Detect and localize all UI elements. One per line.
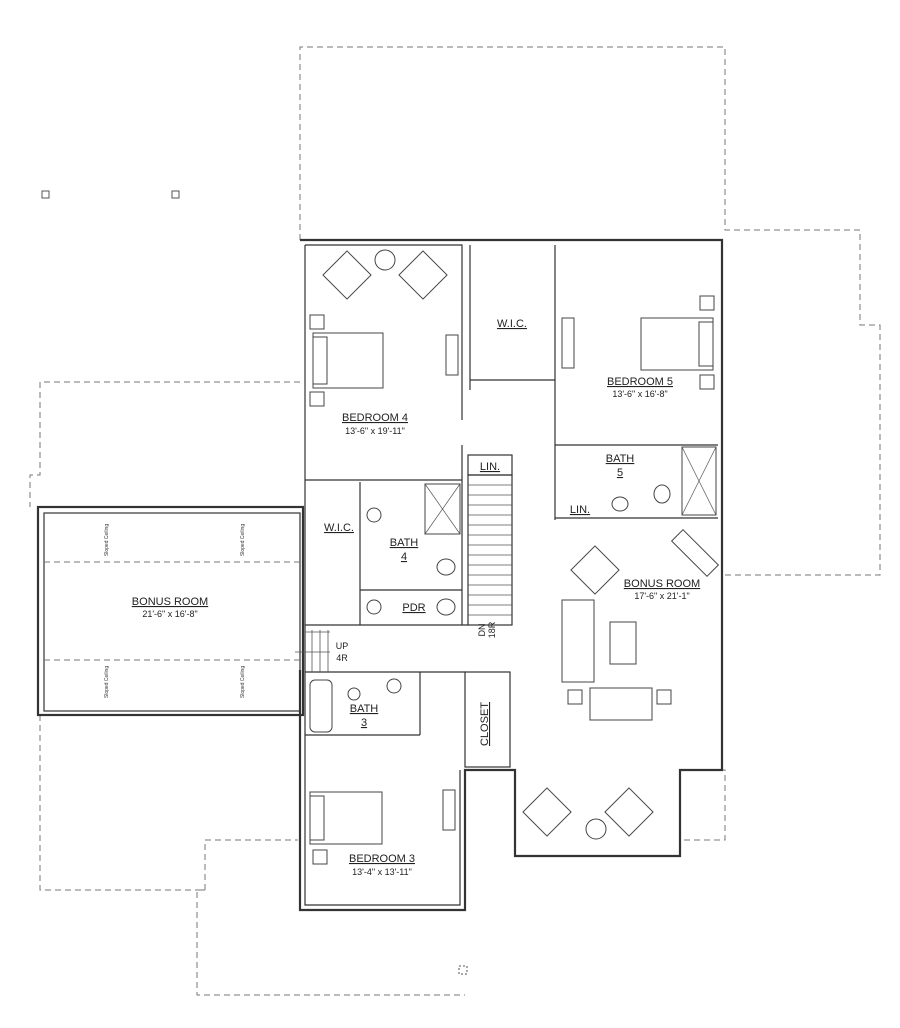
room-label: LIN. xyxy=(480,461,500,473)
room-label: LIN. xyxy=(570,504,590,516)
stair-treads xyxy=(295,484,512,672)
room-label: BATH xyxy=(350,703,379,715)
stairs-down-risers: 18R xyxy=(487,621,497,638)
room-size: 21'-6" x 16'-8" xyxy=(142,609,197,619)
room-label: BATH xyxy=(390,537,419,549)
room-number: 4 xyxy=(401,551,407,563)
room-label: W.I.C. xyxy=(497,318,527,330)
room-label: BEDROOM 5 xyxy=(607,376,673,388)
room-number: 3 xyxy=(361,717,367,729)
room-label: PDR xyxy=(402,602,425,614)
sloped-ceiling-note: Sloped Ceiling xyxy=(104,666,110,698)
room-size: 13'-6" x 16'-8" xyxy=(612,389,667,399)
room-size: 13'-4" x 13'-11" xyxy=(352,867,412,877)
stairs-down-label: DN xyxy=(477,624,487,637)
stairs-up-label: UP xyxy=(336,641,349,651)
room-label: BEDROOM 4 xyxy=(342,412,408,424)
furniture xyxy=(309,249,720,865)
room-label: W.I.C. xyxy=(324,522,354,534)
room-size: 17'-6" x 21'-1" xyxy=(634,591,689,601)
room-labels: BEDROOM 4 13'-6" x 19'-11" W.I.C. BEDROO… xyxy=(104,318,700,877)
sloped-ceiling-note: Sloped Ceiling xyxy=(240,524,246,556)
room-number: 5 xyxy=(617,467,623,479)
sloped-ceiling-note: Sloped Ceiling xyxy=(104,524,110,556)
room-label: CLOSET xyxy=(479,702,491,746)
sloped-ceiling-note: Sloped Ceiling xyxy=(240,666,246,698)
walls xyxy=(36,238,724,912)
room-label: BONUS ROOM xyxy=(624,578,700,590)
room-label: BATH xyxy=(606,453,635,465)
room-size: 13'-6" x 19'-11" xyxy=(345,426,405,436)
stairs-up-risers: 4R xyxy=(336,653,348,663)
room-label: BEDROOM 3 xyxy=(349,853,415,865)
room-label: BONUS ROOM xyxy=(132,596,208,608)
